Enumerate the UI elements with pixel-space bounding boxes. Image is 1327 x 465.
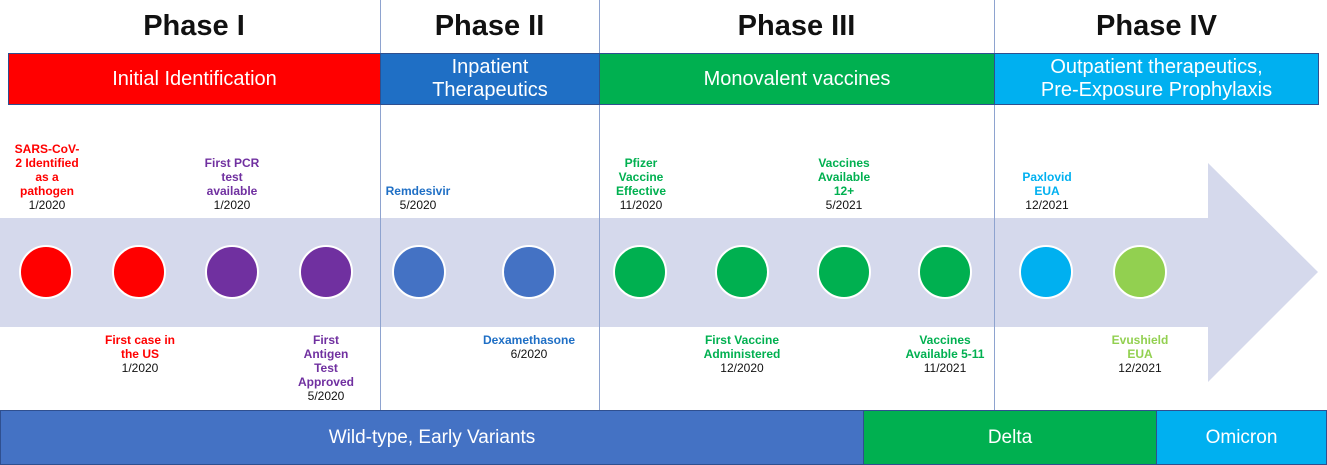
event-marker-first-case-us [112,245,166,299]
variant-band-omicron: Omicron [1156,410,1327,465]
event-date: 1/2020 [28,198,66,212]
variant-band-wild-type: Wild-type, Early Variants [0,410,864,465]
phase-title-1: Phase I [143,10,245,42]
event-date: 5/2020 [307,389,345,403]
event-label: Vaccines Available 5-11 [905,333,985,361]
event-date: 5/2020 [399,198,437,212]
event-first-vaccine-administered: First Vaccine Administered 12/2020 [687,333,797,375]
event-label: SARS-CoV- 2 Identified as a pathogen [14,142,80,198]
phase-band-outpatient-therapeutics: Outpatient therapeutics, Pre-Exposure Pr… [994,53,1319,105]
phase-divider-1 [380,0,381,410]
event-label: Pfizer Vaccine Effective [615,156,667,198]
event-marker-vaccines-12-plus [817,245,871,299]
event-vaccines-12-plus: Vaccines Available 12+ 5/2021 [789,156,899,212]
event-date: 11/2020 [619,198,663,212]
event-date: 12/2021 [1118,361,1162,375]
event-label: Dexamethasone [482,333,576,347]
event-marker-dexamethasone [502,245,556,299]
event-marker-vaccines-5-11 [918,245,972,299]
phase-title-4: Phase IV [1096,10,1217,42]
event-date: 11/2021 [923,361,967,375]
event-label: First PCR test available [204,156,260,198]
event-marker-paxlovid-eua [1019,245,1073,299]
event-marker-pfizer-vaccine-effective [613,245,667,299]
event-marker-sars-cov-2-identified [19,245,73,299]
event-date: 12/2020 [720,361,764,375]
event-vaccines-5-11: Vaccines Available 5-11 11/2021 [890,333,1000,375]
event-marker-first-pcr-test [205,245,259,299]
event-marker-first-vaccine-administered [715,245,769,299]
event-date: 5/2021 [825,198,863,212]
event-marker-first-antigen-test [299,245,353,299]
event-date: 12/2021 [1025,198,1069,212]
event-label: First case in the US [104,333,176,361]
event-label: Remdesivir [385,184,451,198]
event-label: First Vaccine Administered [703,333,781,361]
event-dexamethasone: Dexamethasone 6/2020 [474,333,584,361]
phase-title-2: Phase II [434,10,545,42]
phase-band-initial-identification: Initial Identification [8,53,381,105]
event-date: 1/2020 [213,198,251,212]
event-label: Paxlovid EUA [1022,170,1072,198]
event-marker-evushield-eua [1113,245,1167,299]
event-label: Vaccines Available 12+ [817,156,871,198]
phase-band-monovalent-vaccines: Monovalent vaccines [599,53,995,105]
phase-divider-2 [599,0,600,410]
event-first-antigen-test: First Antigen Test Approved 5/2020 [271,333,381,403]
event-remdesivir: Remdesivir 5/2020 [363,184,473,212]
event-marker-remdesivir [392,245,446,299]
event-date: 1/2020 [121,361,159,375]
event-first-pcr-test: First PCR test available 1/2020 [177,156,287,212]
event-first-case-us: First case in the US 1/2020 [85,333,195,375]
variant-band-delta: Delta [863,410,1157,465]
phase-band-inpatient-therapeutics: Inpatient Therapeutics [380,53,600,105]
phase-title-3: Phase III [737,10,856,42]
event-date: 6/2020 [510,347,548,361]
event-sars-cov-2-identified: SARS-CoV- 2 Identified as a pathogen 1/2… [0,142,102,212]
event-paxlovid-eua: Paxlovid EUA 12/2021 [992,170,1102,212]
event-evushield-eua: Evushield EUA 12/2021 [1085,333,1195,375]
event-pfizer-vaccine-effective: Pfizer Vaccine Effective 11/2020 [586,156,696,212]
event-label: Evushield EUA [1111,333,1169,361]
event-label: First Antigen Test Approved [297,333,354,389]
phase-divider-3 [994,0,995,410]
